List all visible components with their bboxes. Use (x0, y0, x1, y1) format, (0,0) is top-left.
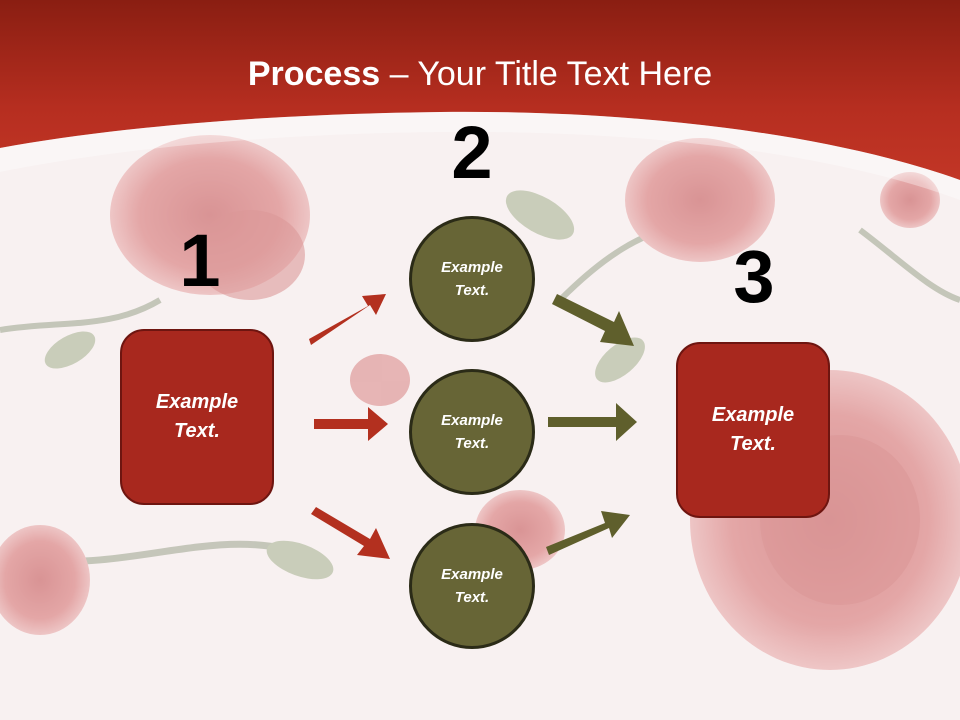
title-bold: Process (247, 55, 381, 93)
banner-arc (0, 111, 960, 200)
step-number-2: 2 (451, 111, 493, 194)
step-2-circle-1-text: Example Text. (441, 259, 503, 299)
slide-title: Process – Your Title Text Here (0, 52, 960, 96)
step-2-circle-2-text: Example Text. (441, 412, 503, 452)
step-2-circle-2: Example Text. (409, 369, 535, 495)
title-rest: – Your Title Text Here (380, 55, 713, 93)
step-1-text: Example Text. (155, 391, 239, 442)
step-number-1: 1 (179, 219, 221, 302)
title-banner (0, 0, 960, 180)
step-2-circle-1: Example Text. (409, 216, 535, 342)
step-1-box: Example Text. (120, 329, 274, 505)
step-3-text: Example Text. (711, 404, 795, 455)
step-2-circle-3-text: Example Text. (441, 566, 503, 606)
step-number-3: 3 (733, 235, 775, 318)
step-2-circle-3: Example Text. (409, 523, 535, 649)
step-3-box: Example Text. (676, 342, 830, 518)
